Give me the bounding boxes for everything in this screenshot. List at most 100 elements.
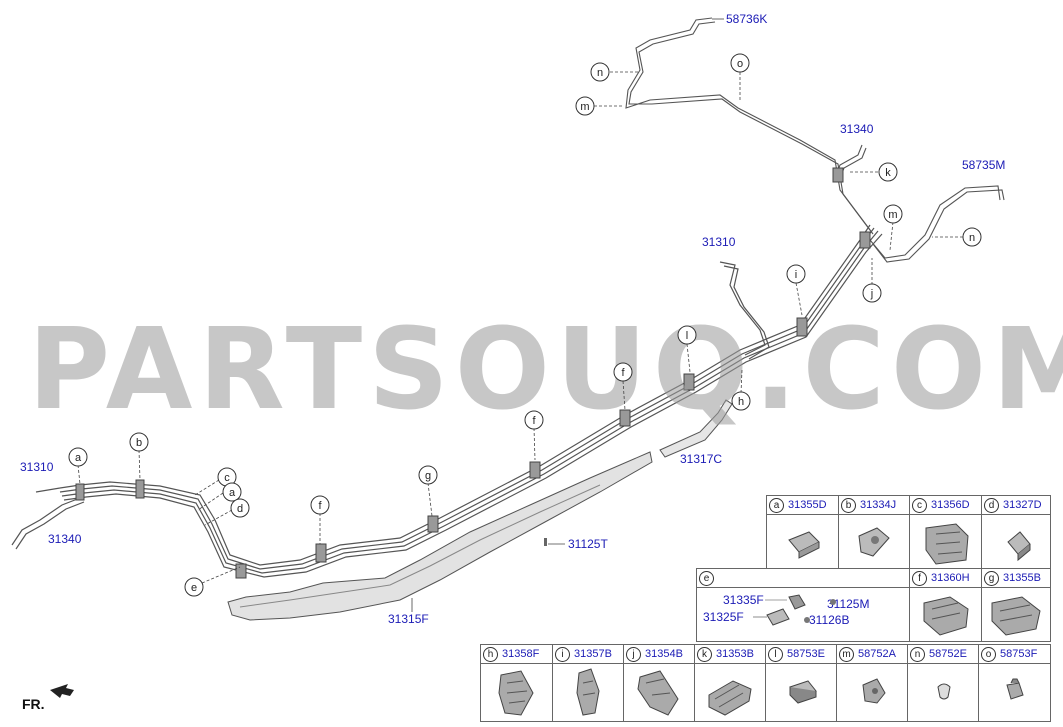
legend-part: 31357B	[574, 648, 612, 660]
legend-cell-b[interactable]: b 31334J	[838, 495, 910, 569]
legend-part: 31327D	[1003, 499, 1042, 511]
svg-text:f: f	[621, 367, 625, 379]
legend-part: 31353B	[716, 648, 754, 660]
callout-i: i	[786, 264, 806, 284]
legend-letter: i	[555, 646, 570, 662]
clip-icon	[498, 670, 534, 716]
svg-text:n: n	[597, 67, 603, 79]
callout-n-right: n	[962, 227, 982, 247]
legend-cell-k[interactable]: k 31353B	[694, 644, 766, 722]
legend-letter: n	[910, 646, 925, 662]
label-31340-left[interactable]: 31340	[48, 532, 82, 546]
legend-part: 58752E	[929, 648, 967, 660]
legend-part: 31334J	[860, 499, 897, 511]
legend-part-31125M: 31125M	[827, 597, 869, 611]
tube-58736K[interactable]	[625, 17, 874, 235]
legend-part: 58753F	[1000, 648, 1038, 660]
label-31310-mid[interactable]: 31310	[702, 235, 736, 249]
callout-b: b	[129, 432, 149, 452]
callout-f-2: f	[524, 410, 544, 430]
label-31340-top[interactable]: 31340	[840, 122, 874, 136]
clip-icon	[937, 683, 951, 700]
tube-31310-left[interactable]	[11, 487, 85, 550]
svg-text:f: f	[532, 415, 536, 427]
legend-part: 31358F	[502, 648, 540, 660]
legend-cell-i[interactable]: i 31357B	[552, 644, 624, 722]
legend-cell-j[interactable]: j 31354B	[623, 644, 695, 722]
legend-cell-h[interactable]: h 31358F	[480, 644, 553, 722]
legend-part: 31356D	[931, 499, 970, 511]
callout-g: g	[418, 465, 438, 485]
callout-o: o	[730, 53, 750, 73]
clip-icon	[862, 678, 886, 704]
clip-icon	[991, 596, 1041, 636]
callout-a-right: a	[222, 482, 242, 502]
legend-part-31335F: 31335F	[723, 593, 764, 607]
bundle-clips	[75, 167, 871, 579]
label-58735M[interactable]: 58735M	[962, 158, 1005, 172]
callout-j: j	[862, 283, 882, 303]
heat-shield-31315F[interactable]	[227, 451, 653, 621]
clip-icon	[858, 527, 890, 557]
label-31315F[interactable]: 31315F	[388, 612, 429, 626]
fuel-tube-bundle[interactable]	[59, 224, 883, 578]
clip-icon	[923, 596, 969, 636]
svg-text:c: c	[224, 472, 230, 484]
callout-d: d	[230, 498, 250, 518]
legend-cell-o[interactable]: o 58753F	[978, 644, 1051, 722]
svg-text:l: l	[686, 330, 688, 342]
legend-cell-l[interactable]: l 58753E	[765, 644, 837, 722]
clip-icon	[1007, 531, 1031, 562]
callout-n-top: n	[590, 62, 610, 82]
clip-icon	[788, 531, 820, 559]
callout-a-left: a	[68, 447, 88, 467]
svg-text:f: f	[318, 500, 322, 512]
callout-h: h	[731, 391, 751, 411]
legend-letter: l	[768, 646, 783, 662]
callout-f-3: f	[310, 495, 330, 515]
svg-text:a: a	[229, 487, 236, 499]
legend-part: 31355D	[788, 499, 827, 511]
label-31125T[interactable]: 31125T	[568, 537, 608, 551]
clip-icon	[637, 670, 679, 716]
legend-letter: h	[483, 646, 498, 662]
legend-letter: g	[984, 570, 999, 586]
legend-letter: k	[697, 646, 712, 662]
legend-part: 31360H	[931, 572, 970, 584]
legend-part: 31354B	[645, 648, 683, 660]
label-31310-left[interactable]: 31310	[20, 460, 54, 474]
callout-m-top: m	[575, 96, 595, 116]
svg-text:j: j	[870, 288, 873, 300]
svg-text:b: b	[136, 437, 142, 449]
svg-text:k: k	[885, 167, 891, 179]
legend-letter: j	[626, 646, 641, 662]
clip-icon	[789, 680, 817, 704]
svg-text:e: e	[191, 582, 197, 594]
legend-letter: b	[841, 497, 856, 513]
front-arrow-icon	[50, 684, 74, 698]
svg-text:h: h	[738, 396, 744, 408]
legend-part-31325F: 31325F	[703, 610, 744, 624]
leader-lines	[77, 71, 963, 584]
legend-letter: o	[981, 646, 996, 662]
callout-l: l	[677, 325, 697, 345]
label-31317C[interactable]: 31317C	[680, 452, 722, 466]
tube-31310-mid[interactable]	[719, 261, 770, 360]
callout-f-1: f	[613, 362, 633, 382]
clip-icon	[1006, 678, 1024, 700]
svg-text:m: m	[580, 101, 589, 113]
legend-part: 58753E	[787, 648, 825, 660]
label-58736K[interactable]: 58736K	[726, 12, 767, 26]
legend-cell-n[interactable]: n 58752E	[907, 644, 979, 722]
tube-58735M[interactable]	[869, 185, 1005, 263]
svg-text:o: o	[737, 58, 743, 70]
legend-letter: e	[699, 570, 714, 586]
legend-cell-e[interactable]: e 31335F 31125M 31325F 31126B	[696, 568, 910, 642]
